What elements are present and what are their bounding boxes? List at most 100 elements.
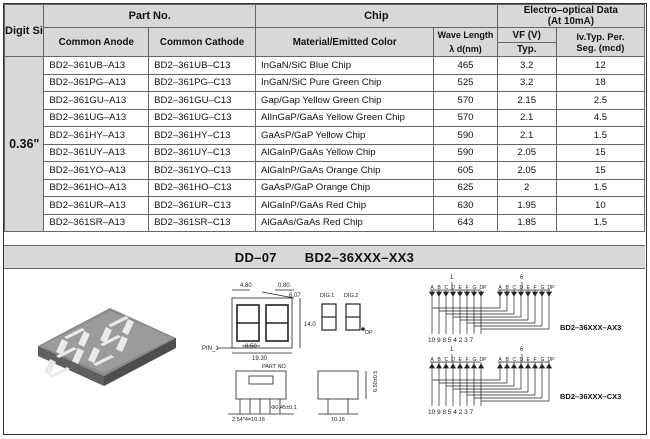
- header-common-cathode: Common Cathode: [148, 27, 256, 57]
- cell-wave-length: 630: [433, 196, 498, 215]
- cell-iv-typ: 1.5: [555, 178, 646, 197]
- dim-480: 4.80: [240, 283, 252, 289]
- header-chip: Chip: [254, 4, 498, 28]
- circuit-seg-label: D: [452, 357, 456, 363]
- circuit-seg-label: E: [527, 357, 531, 363]
- circuit-label-anode: BD2–36XXX–AX3: [560, 323, 621, 332]
- circuit-seg-label: B: [438, 285, 442, 291]
- circuit-common-cathode: [428, 354, 553, 406]
- circuit-pin-numbers: 10 9 8 5 4 2 3 7: [428, 337, 474, 344]
- photo-digit-2: [88, 316, 134, 366]
- circuit-digit-num-2: 6: [520, 275, 524, 281]
- cell-vf-typ: 3.2: [496, 56, 557, 75]
- circuit-seg-label: D: [520, 285, 524, 291]
- circuit-common-anode: [428, 282, 553, 334]
- circuit-seg-label: G: [541, 357, 545, 363]
- seg-dp: DP: [365, 330, 373, 336]
- cell-iv-typ: 10: [555, 196, 646, 215]
- dim-607: 6.07: [289, 293, 301, 299]
- cell-chip-material: AlGaInP/GaAs Yellow Chip: [254, 143, 435, 162]
- cell-wave-length: 570: [433, 108, 498, 127]
- segment-diagram-labels: DIG.1 DIG.2 DP: [320, 293, 373, 336]
- circuit-seg-label: DP: [548, 357, 556, 363]
- circuit-label-cathode: BD2–36XXX–CX3: [560, 392, 621, 401]
- dim-045: Φ0.45±0.1: [271, 405, 297, 411]
- circuit-seg-label: D: [452, 285, 456, 291]
- dim-height: 6.50±0.5: [373, 371, 379, 392]
- circuit-seg-label: DP: [480, 285, 488, 291]
- cell-wave-length: 625: [433, 178, 498, 197]
- cell-chip-material: AlGaInP/GaAs Red Chip: [254, 196, 435, 215]
- cell-common-cathode: BD2–361HO–C13: [148, 178, 256, 197]
- circuit-seg-label: B: [438, 357, 442, 363]
- header-part-no: Part No.: [43, 4, 256, 28]
- circuit-seg-label: DP: [548, 285, 556, 291]
- header-electro-optical-sub: (At 10mA): [547, 16, 594, 27]
- cell-common-anode: BD2–361SR–A13: [43, 213, 150, 232]
- circuit-pin-numbers: 10 9 8 5 4 2 3 7: [428, 409, 474, 416]
- circuit-seg-label: A: [499, 357, 503, 363]
- cell-wave-length: 525: [433, 73, 498, 92]
- cell-common-anode: BD2–361UG–A13: [43, 108, 150, 127]
- drawings-section: 4.80 0.80 6.07 14.0 8.50 19.30 PIN_1 DIG…: [4, 268, 645, 434]
- circuit-seg-label: E: [459, 357, 463, 363]
- cell-vf-typ: 2.15: [496, 91, 557, 110]
- dim-140: 14.0: [304, 322, 316, 328]
- header-digit-size: Digit Size: [3, 4, 45, 57]
- cell-common-anode: BD2–361UY–A13: [43, 143, 150, 162]
- cell-chip-material: GaAsP/GaP Orange Chip: [254, 178, 435, 197]
- cell-common-anode: BD2–361HY–A13: [43, 126, 150, 145]
- cell-vf-typ: 2.05: [496, 143, 557, 162]
- circuit-seg-label: E: [527, 285, 531, 291]
- header-electro-optical-title: Electro–optical Data: [523, 5, 618, 17]
- model-code: DD–07: [234, 249, 277, 265]
- circuit-seg-label: C: [445, 285, 449, 291]
- dim-1930: 19.30: [252, 356, 268, 362]
- cell-wave-length: 590: [433, 126, 498, 145]
- photo-digit-1: [44, 328, 90, 378]
- spec-table: Digit Size Part No. Chip Electro–optical…: [3, 4, 646, 232]
- header-wave-length: Wave Length: [433, 27, 498, 43]
- cell-common-cathode: BD2–361GU–C13: [148, 91, 256, 110]
- cell-vf-typ: 2: [496, 178, 557, 197]
- seg-dig2: DIG.2: [344, 293, 358, 299]
- cell-common-anode: BD2–361UR–A13: [43, 196, 150, 215]
- circuit-digit-num-1: 1: [450, 347, 454, 353]
- circuit-seg-label: A: [499, 285, 503, 291]
- cell-chip-material: Gap/Gap Yellow Green Chip: [254, 91, 435, 110]
- circuit-seg-label: A: [431, 357, 435, 363]
- cell-common-cathode: BD2–361UR–C13: [148, 196, 256, 215]
- circuit-seg-label: F: [534, 357, 537, 363]
- circuit-seg-label: F: [466, 285, 469, 291]
- dim-850: 8.50: [245, 344, 257, 350]
- cell-vf-typ: 1.95: [496, 196, 557, 215]
- front-view-labels: 4.80 0.80 6.07 14.0 8.50 19.30 PIN_1: [202, 283, 316, 362]
- dim-1016: 10.16: [331, 417, 345, 423]
- cell-common-anode: BD2–361GU–A13: [43, 91, 150, 110]
- cell-common-cathode: BD2–361YO–C13: [148, 161, 256, 180]
- part-no-label: PART NO.: [262, 364, 288, 370]
- model-bar: DD–07 BD2–36XXX–XX3: [4, 245, 645, 269]
- cell-vf-typ: 2.05: [496, 161, 557, 180]
- circuit-seg-label: D: [520, 357, 524, 363]
- header-vf: VF (V): [496, 27, 557, 43]
- cell-common-anode: BD2–361UB–A13: [43, 56, 150, 75]
- cell-wave-length: 590: [433, 143, 498, 162]
- cell-wave-length: 605: [433, 161, 498, 180]
- cell-iv-typ: 12: [555, 56, 646, 75]
- side-view-labels: PART NO. Φ0.45±0.1 2.54*4=10.16 10.16 6.…: [232, 364, 379, 423]
- header-common-anode: Common Anode: [43, 27, 150, 57]
- cell-common-anode: BD2–361HO–A13: [43, 178, 150, 197]
- cell-chip-material: AlGaAs/GaAs Red Chip: [254, 213, 435, 232]
- cell-common-anode: BD2–361PG–A13: [43, 73, 150, 92]
- circuit-seg-label: A: [431, 285, 435, 291]
- header-iv-title: Iv.Typ. Per.: [576, 31, 625, 42]
